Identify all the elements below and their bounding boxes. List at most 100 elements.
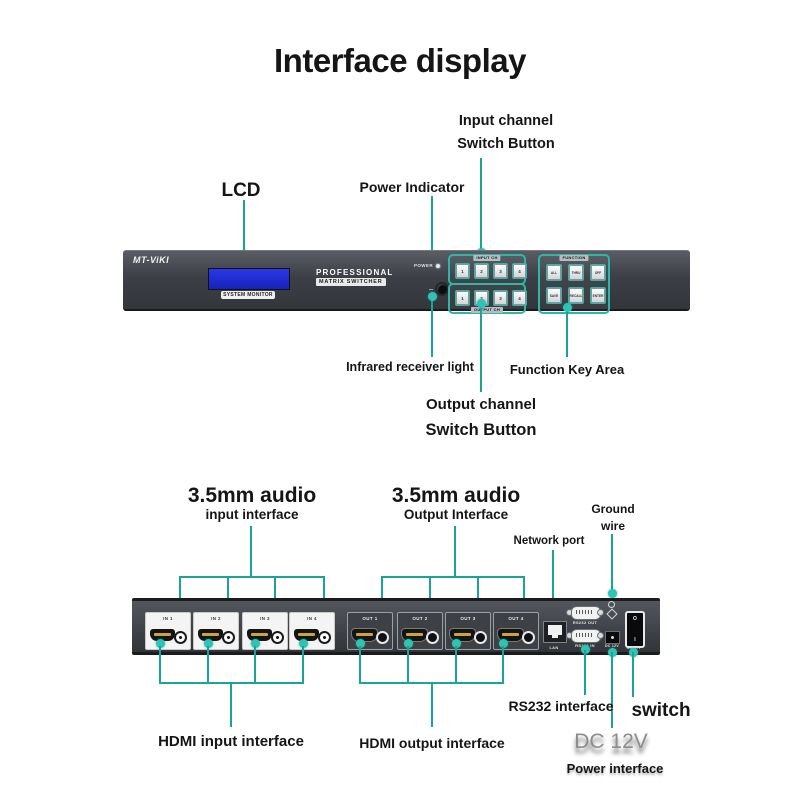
label-power-interface: Power interface xyxy=(566,761,664,776)
label-function-key-area: Function Key Area xyxy=(509,362,625,377)
hdmi-port-icon xyxy=(498,629,523,641)
output-button-3: 3 xyxy=(493,290,508,306)
lan-port-icon xyxy=(543,621,567,643)
function-button-off: OFF xyxy=(590,264,606,281)
audio-jack-icon xyxy=(522,631,535,644)
function-button-all: ALL xyxy=(546,264,562,281)
label-audio-in-1: 3.5mm audio xyxy=(187,484,317,507)
label-power-indicator: Power Indicator xyxy=(359,179,465,195)
lan-label: LAN xyxy=(549,645,559,650)
input-button-2: 2 xyxy=(474,263,489,279)
hdmi-in-stem xyxy=(230,682,232,727)
label-dc12v: DC 12V xyxy=(574,730,648,753)
hdmi-port-icon xyxy=(352,629,377,641)
label-output-channel-2: Switch Button xyxy=(425,421,537,439)
function-button-recall: RECALL xyxy=(568,287,584,304)
label-lcd: LCD xyxy=(221,180,261,201)
dc-label: DC 12V xyxy=(604,644,620,648)
audio-in-bracket xyxy=(179,576,325,578)
input-button-1: 1 xyxy=(455,263,470,279)
dot-infrared xyxy=(428,292,437,301)
line-dc xyxy=(611,652,613,728)
label-hdmi-out: HDMI output interface xyxy=(359,735,505,751)
brand-logo: MT-ViKI xyxy=(133,255,170,265)
label-audio-out-2: Output Interface xyxy=(403,507,509,522)
line-ground xyxy=(611,534,613,592)
hdmi-port-icon xyxy=(450,629,475,641)
tagline-professional: PROFESSIONAL xyxy=(316,268,394,277)
audio-jack-icon xyxy=(376,631,389,644)
line-network xyxy=(552,550,554,610)
function-key-group: FUNCTION ALL THRU OFF SAVE RECALL ENTER xyxy=(538,254,610,314)
label-network-port: Network port xyxy=(513,535,585,547)
function-button-enter: ENTER xyxy=(590,287,606,304)
label-rs232: RS232 interface xyxy=(508,698,614,714)
hdmi-port-icon xyxy=(402,629,427,641)
rs232-out-port-icon xyxy=(566,605,604,620)
tagline-matrix-switcher: MATRIX SWITCHER xyxy=(316,278,386,286)
output-button-4: 4 xyxy=(512,290,527,306)
audio-jack-icon xyxy=(222,631,235,644)
ir-receiver-icon xyxy=(435,282,449,296)
dot-ground xyxy=(608,589,617,598)
dot-output-channel xyxy=(477,299,486,308)
ground-screw-icon xyxy=(605,601,618,620)
input-button-4: 4 xyxy=(512,263,527,279)
rear-input-module-2: IN 2 xyxy=(193,612,239,650)
audio-out-stem xyxy=(454,526,456,577)
line-lcd xyxy=(243,200,245,256)
audio-in-stem xyxy=(250,526,252,577)
hdmi-port-icon xyxy=(247,629,272,641)
input-button-3: 3 xyxy=(493,263,508,279)
dc-power-jack-icon xyxy=(605,631,620,644)
function-button-save: SAVE xyxy=(546,287,562,304)
line-rs232 xyxy=(584,650,586,695)
rear-input-module-4: IN 4 xyxy=(289,612,335,650)
power-indicator: POWER xyxy=(414,263,441,268)
label-ground-1: Ground xyxy=(591,502,635,516)
output-group-label: OUTPUT CH xyxy=(470,307,504,313)
rs232-out-label: RS232 OUT xyxy=(572,620,598,625)
line-output-channel xyxy=(480,302,482,392)
rear-output-module-2: OUT 2 xyxy=(397,612,443,650)
line-infrared xyxy=(431,296,433,357)
hdmi-port-icon xyxy=(294,629,319,641)
label-ground-2: wire xyxy=(600,519,626,533)
audio-jack-icon xyxy=(271,631,284,644)
line-switch xyxy=(632,652,634,697)
rs232-in-port-icon xyxy=(566,628,604,643)
label-input-channel-1: Input channel xyxy=(458,113,554,129)
hdmi-port-icon xyxy=(198,629,223,641)
input-button-group: INPUT CH 1 2 3 4 xyxy=(448,254,527,285)
page-title: Interface display xyxy=(274,42,526,79)
hdmi-port-icon xyxy=(150,629,175,641)
output-button-group: 1 2 3 4 OUTPUT CH xyxy=(448,283,527,314)
hdmi-out-stem xyxy=(431,682,433,727)
line-function-area xyxy=(566,306,568,357)
dot-function-area xyxy=(563,303,572,312)
audio-jack-icon xyxy=(174,631,187,644)
audio-jack-icon xyxy=(426,631,439,644)
label-infrared: Infrared receiver light xyxy=(346,360,474,374)
dot-rs232 xyxy=(581,645,590,654)
rear-input-module-3: IN 3 xyxy=(242,612,288,650)
function-group-label: FUNCTION xyxy=(559,255,589,261)
line-input-channel xyxy=(480,158,482,254)
lcd-screen xyxy=(208,268,290,290)
rear-input-module-1: IN 1 xyxy=(145,612,191,650)
audio-jack-icon xyxy=(474,631,487,644)
front-panel-device: MT-ViKI SYSTEM MONITOR PROFESSIONAL MATR… xyxy=(123,250,690,314)
label-input-channel-2: Switch Button xyxy=(457,136,555,152)
label-audio-in-2: input interface xyxy=(205,507,299,522)
label-output-channel-1: Output channel xyxy=(426,396,536,413)
audio-jack-icon xyxy=(318,631,331,644)
power-led-icon xyxy=(436,263,441,268)
power-label: POWER xyxy=(414,263,434,268)
rear-panel-device: IN 1 IN 2 IN 3 IN 4 OUT 1 OUT 2 xyxy=(132,598,660,655)
line-power xyxy=(431,196,433,256)
lcd-caption: SYSTEM MONITOR xyxy=(221,291,275,299)
output-button-1: 1 xyxy=(455,290,470,306)
audio-out-bracket xyxy=(381,576,525,578)
